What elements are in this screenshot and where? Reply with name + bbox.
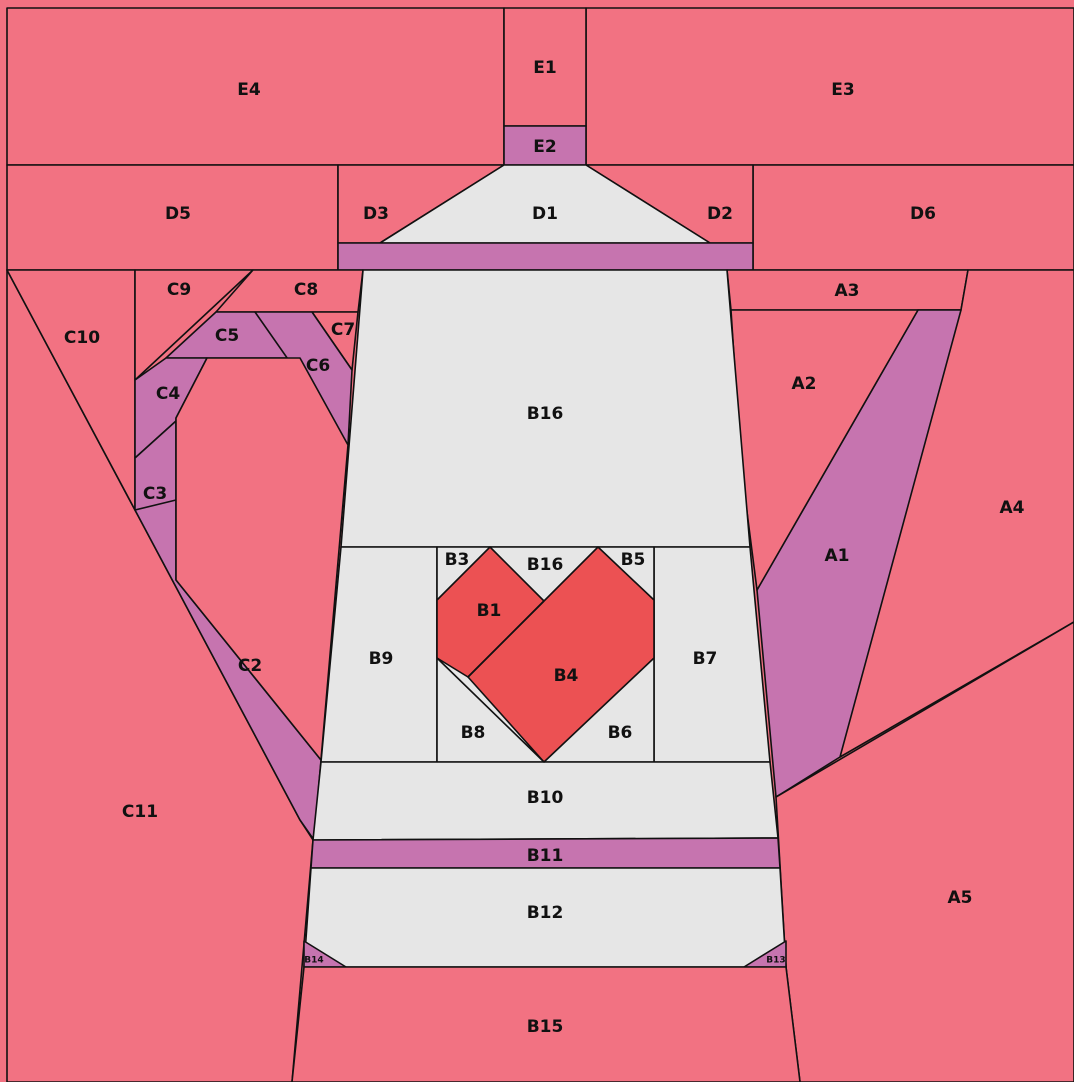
label-B14: B14 (304, 956, 323, 966)
piece-C-inner (175, 357, 349, 761)
label-B12: B12 (527, 903, 564, 923)
label-A5: A5 (948, 888, 973, 908)
label-D3: D3 (363, 204, 389, 224)
label-E2: E2 (533, 137, 556, 157)
label-C4: C4 (156, 384, 180, 404)
label-D6: D6 (910, 204, 936, 224)
label-B16-heart: B16 (527, 555, 564, 575)
label-B1: B1 (477, 601, 502, 621)
label-B11: B11 (527, 846, 564, 866)
label-B9: B9 (369, 649, 394, 669)
label-B16: B16 (527, 404, 564, 424)
label-C10: C10 (64, 328, 100, 348)
label-C5: C5 (215, 326, 239, 346)
label-D5: D5 (165, 204, 191, 224)
heart-outline-left (436, 657, 545, 763)
label-B7: B7 (693, 649, 718, 669)
label-B3: B3 (445, 550, 470, 570)
label-E4: E4 (237, 80, 261, 100)
label-C3: C3 (143, 484, 167, 504)
label-C7: C7 (331, 320, 355, 340)
label-C9: C9 (167, 280, 191, 300)
heart-divider (467, 600, 545, 678)
label-A2: A2 (792, 374, 817, 394)
label-B15: B15 (527, 1017, 564, 1037)
label-C11: C11 (122, 802, 158, 822)
label-D1: D1 (532, 204, 558, 224)
label-B8: B8 (461, 723, 486, 743)
label-A1: A1 (825, 546, 850, 566)
label-C2: C2 (238, 656, 262, 676)
label-C6: C6 (306, 356, 330, 376)
label-A3: A3 (835, 281, 860, 301)
label-E1: E1 (533, 58, 556, 78)
label-B5: B5 (621, 550, 646, 570)
piece-C9 (134, 269, 254, 381)
label-A4: A4 (1000, 498, 1025, 518)
label-D2: D2 (707, 204, 733, 224)
label-B4: B4 (554, 666, 579, 686)
piece-E3 (585, 7, 1074, 166)
label-B10: B10 (527, 788, 564, 808)
label-C8: C8 (294, 280, 318, 300)
label-E3: E3 (831, 80, 854, 100)
label-B13: B13 (766, 956, 785, 966)
piece-B15 (291, 966, 801, 1082)
label-B6: B6 (608, 723, 633, 743)
piece-D-band (337, 242, 754, 271)
